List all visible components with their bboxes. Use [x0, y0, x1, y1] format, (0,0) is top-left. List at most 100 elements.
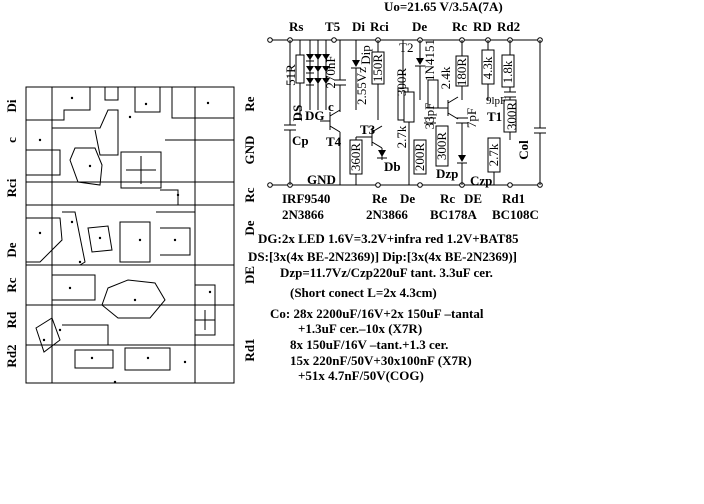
label-9lpf: 9lpF [486, 95, 506, 107]
note-dg: DG:2x LED 1.6V=3.2V+infra red 1.2V+BAT85 [258, 231, 519, 246]
label-150r: 150R [370, 54, 385, 83]
label-rci: Rci [370, 19, 389, 34]
label-rc: Rc [452, 19, 467, 34]
part-irf9540: IRF9540 [282, 191, 330, 206]
note-x7r: 15x 220nF/50V+30x100nF (X7R) [290, 353, 472, 368]
pcb-pad [134, 87, 161, 113]
label-db: Db [384, 159, 401, 174]
label-4-3k: 4.3k [480, 56, 495, 79]
pcb-label-rc: Rc [4, 277, 19, 292]
note-co-cer: +1.3uF cer.–10x (X7R) [298, 321, 423, 336]
pcb-trace [62, 324, 109, 345]
note-tant: 8x 150uF/16V –tant.+1.3 cer. [290, 337, 449, 352]
pcb-label-rd: Rd [4, 311, 19, 328]
label-cp: Cp [292, 133, 309, 148]
label-col: Col [516, 140, 531, 160]
pcb-right-labels: Re GND Rc De DE Rd1 [242, 96, 257, 361]
label-1n4151: 1N4151 [422, 39, 437, 81]
label-c: c [328, 99, 334, 114]
pcb-pad [195, 284, 216, 336]
pcb-pad [87, 225, 113, 253]
pcb-outline [25, 86, 235, 384]
pcb-label-rd1: Rd1 [242, 338, 257, 361]
label-czp: Czp [470, 173, 492, 188]
label-t5: T5 [325, 19, 341, 34]
label-200r: 200R [412, 143, 427, 172]
pcb-label-de: De [4, 242, 19, 257]
pcb-label-di: Di [4, 99, 19, 112]
schematic [267, 37, 546, 188]
pcb-component-square [120, 151, 162, 189]
label-1-8k: 1.8k [500, 60, 515, 83]
label-dzp: Dzp [436, 166, 458, 181]
resistor-200r [413, 139, 427, 175]
label-180r: 180R [454, 58, 469, 87]
label-51r: 51R [283, 64, 298, 86]
note-dzp: Dzp=11.7Vz/Czp220uF tant. 3.3uF cer. [280, 265, 493, 280]
label-rd2: Rd2 [497, 19, 520, 34]
pcb-label-rd2: Rd2 [4, 344, 19, 367]
pcb-label-de-caps: DE [242, 266, 257, 284]
label-dg: DG [305, 108, 325, 123]
output-spec: Uo=21.65 V/3.5A(7A) [384, 0, 503, 14]
pcb-label-rci: Rci [4, 178, 19, 197]
pcb-trace [160, 189, 179, 205]
label-rc-bottom: Rc [440, 191, 455, 206]
label-7pf: 7pF [464, 108, 479, 128]
pcb-pad [69, 147, 103, 186]
dzp-zener [458, 155, 466, 162]
schematic-labels: Uo=21.65 V/3.5A(7A) Rs T5 Di Rci De Rc R… [282, 0, 539, 222]
part-2n3866-a: 2N3866 [282, 207, 324, 222]
part-bc178a: BC178A [430, 207, 478, 222]
pcb-pad [26, 217, 63, 263]
label-de-caps-bottom: DE [464, 191, 482, 206]
label-dip: Dip [358, 45, 373, 65]
pcb-label-c: c [4, 137, 19, 143]
pcb-label-de-right: De [242, 220, 257, 235]
label-33pf: 33pF [422, 103, 437, 130]
pcb-pad [52, 274, 96, 301]
label-de: De [412, 19, 427, 34]
pcb-label-gnd: GND [242, 136, 257, 165]
resistor-2-4k [427, 79, 439, 109]
label-t1: T1 [487, 109, 502, 124]
pcb-pad [160, 227, 191, 256]
label-rs: Rs [289, 19, 303, 34]
label-300r-a: 300R [394, 68, 409, 97]
label-gnd: GND [307, 172, 336, 187]
pcb-pad [124, 347, 171, 371]
label-270nf: 270nF [323, 55, 338, 88]
ds-diode-stack [306, 40, 330, 110]
pcb-label-rc-right: Rc [242, 187, 257, 202]
label-ds: DS [290, 105, 305, 122]
label-2-7k-a: 2.7k [394, 125, 409, 148]
label-300r-b: 300R [504, 102, 519, 131]
pcb-pad [119, 221, 151, 263]
pcb-pad [104, 87, 119, 101]
label-360r: 360R [348, 143, 363, 172]
pcb-label-re: Re [242, 96, 257, 111]
note-cog: +51x 4.7nF/50V(COG) [298, 368, 424, 383]
label-t4: T4 [326, 134, 342, 149]
db-diode [378, 150, 386, 157]
pcb-pad [26, 149, 61, 176]
t4-transistor [320, 109, 341, 185]
dip-zener [352, 60, 360, 67]
label-2-55vz: 2.55Vz [354, 67, 369, 105]
label-de-bottom: De [400, 191, 415, 206]
label-t2: T2 [399, 40, 413, 55]
label-re-bottom: Re [372, 191, 387, 206]
part-2n3866-b: 2N3866 [366, 207, 408, 222]
pcb-trace [171, 87, 234, 119]
part-bc108c: BC108C [492, 207, 539, 222]
diode-1n4151 [416, 58, 424, 65]
t1-transistor [438, 96, 459, 120]
note-short-connect: (Short conect L=2x 4.3cm) [290, 285, 437, 300]
pcb-trace [52, 109, 119, 156]
resistor-1-8k [501, 54, 515, 88]
pcb-trace [26, 87, 91, 121]
pcb-layout [25, 86, 235, 384]
resistor-300r-c [435, 125, 449, 167]
label-di: Di [352, 19, 365, 34]
